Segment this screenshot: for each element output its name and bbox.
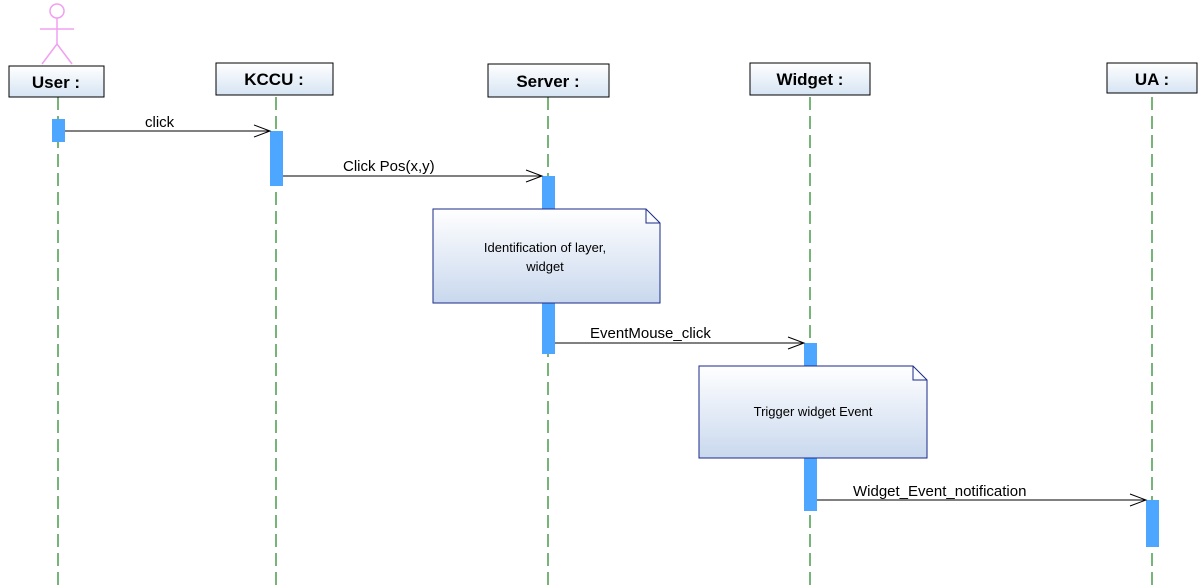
- actor-stick-figure-icon: [40, 3, 74, 65]
- message-label: Widget_Event_notification: [853, 483, 1026, 500]
- open-arrowhead-icon: [1129, 493, 1148, 507]
- lifeline-header-ua-label: UA :: [1135, 70, 1169, 89]
- open-arrowhead-icon: [525, 169, 544, 183]
- message-label: EventMouse_click: [590, 325, 711, 342]
- message-label: Click Pos(x,y): [343, 158, 435, 175]
- activation-ua: [1146, 500, 1159, 547]
- lifeline-header-user[interactable]: User :: [8, 65, 105, 98]
- open-arrowhead-icon: [787, 336, 806, 350]
- open-arrowhead-icon: [253, 124, 272, 138]
- lifeline-header-server-label: Server :: [516, 72, 579, 91]
- activation-user: [52, 119, 65, 142]
- note-line: widget: [525, 259, 564, 274]
- message-eventmouse-click[interactable]: EventMouse_click: [555, 325, 806, 350]
- lifeline-header-widget[interactable]: Widget :: [749, 62, 871, 96]
- note-fold-icon: [912, 366, 927, 381]
- note-fold-icon: [645, 209, 660, 224]
- message-click-pos[interactable]: Click Pos(x,y): [283, 158, 544, 183]
- note-widget[interactable]: Trigger widget Event: [698, 365, 928, 459]
- message-widget-event-notification[interactable]: Widget_Event_notification: [817, 483, 1148, 507]
- note-line: Identification of layer,: [484, 240, 606, 255]
- note-server[interactable]: Identification of layer, widget: [432, 208, 661, 304]
- lifeline-header-kccu-label: KCCU :: [244, 70, 304, 89]
- message-click[interactable]: click: [65, 114, 272, 138]
- lifeline-header-kccu[interactable]: KCCU :: [215, 62, 334, 96]
- activation-kccu: [270, 131, 283, 186]
- lifeline-header-widget-label: Widget :: [777, 70, 844, 89]
- message-label: click: [145, 114, 175, 131]
- lifeline-header-user-label: User :: [32, 73, 80, 92]
- lifeline-header-ua[interactable]: UA :: [1106, 62, 1198, 94]
- note-line: Trigger widget Event: [754, 404, 873, 419]
- lifeline-header-server[interactable]: Server :: [487, 63, 610, 98]
